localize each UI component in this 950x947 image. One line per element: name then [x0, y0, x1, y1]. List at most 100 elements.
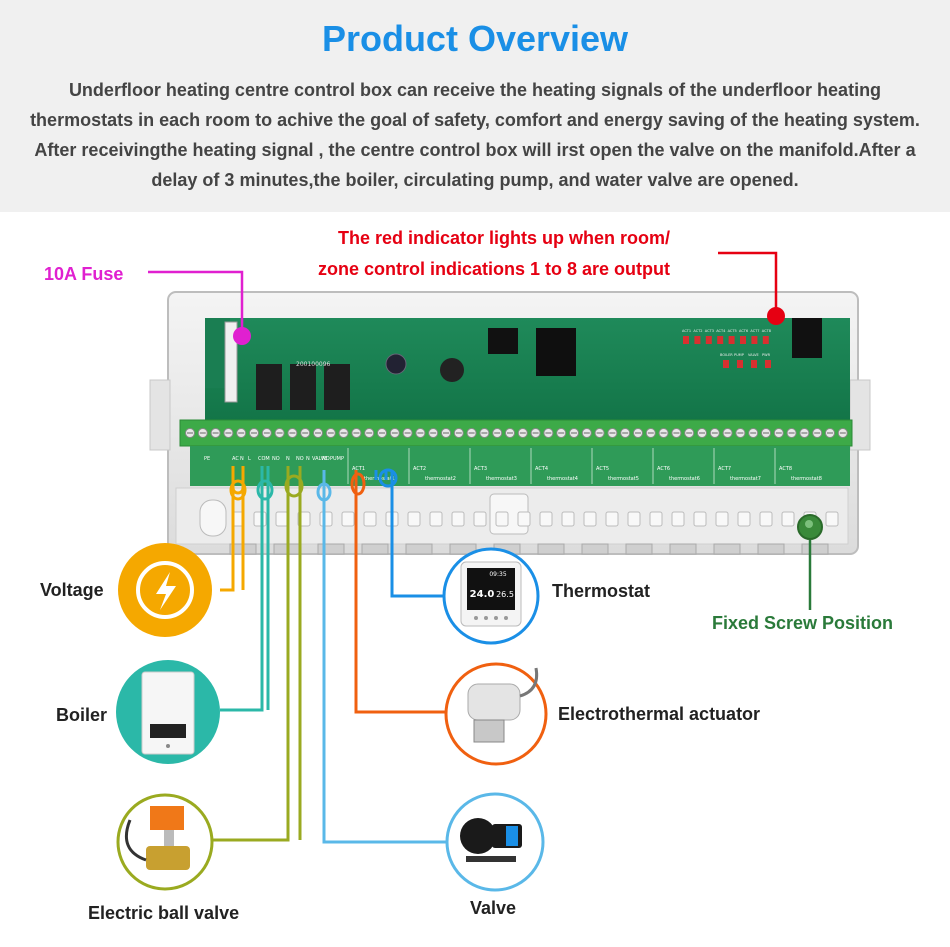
- cable-clamp: [495, 511, 509, 527]
- cable-entry: [581, 543, 609, 555]
- terminal-screw: [274, 428, 285, 438]
- terminal-label: NO: [272, 456, 280, 462]
- act-led: [683, 336, 689, 344]
- led-label: ACT2: [693, 329, 702, 333]
- terminal-screw: [313, 428, 323, 438]
- terminal-screw: [364, 428, 375, 438]
- terminal-screw: [325, 428, 336, 438]
- terminal-screw: [684, 428, 695, 438]
- terminal-screw: [607, 428, 618, 438]
- cable-clamp: [407, 511, 421, 527]
- actuator-device: [444, 662, 548, 766]
- terminal-screw: [671, 428, 682, 438]
- fuse-label: 10A Fuse: [44, 264, 124, 284]
- terminal-screw: [735, 428, 746, 438]
- cable-clamp: [539, 511, 553, 527]
- zone-act-label: ACT3: [474, 466, 487, 472]
- act-led: [717, 336, 724, 344]
- ball-valve-device: [116, 793, 214, 891]
- led-label: ACT6: [739, 329, 748, 333]
- zone-act-label: ACT2: [413, 466, 426, 472]
- cable-clamp: [319, 511, 333, 527]
- terminal-screw: [351, 428, 362, 438]
- zone-thermostat-label: thermostat5: [608, 476, 639, 482]
- terminal-label: AC: [232, 456, 239, 462]
- act-led: [762, 336, 769, 344]
- cable-clamp: [473, 511, 487, 527]
- terminal-screw: [645, 428, 656, 438]
- actuator-label: Electrothermal actuator: [558, 704, 761, 724]
- terminal-label: NO: [296, 456, 304, 462]
- cable-entry: [669, 543, 697, 555]
- terminal-screw: [300, 428, 311, 438]
- cable-clamp: [649, 511, 663, 527]
- cable-clamp: [781, 511, 795, 527]
- terminal-screw: [466, 428, 477, 438]
- thermostat-time: 09:35: [489, 571, 506, 578]
- cable-clamp: [627, 511, 641, 527]
- led-label: VALVE: [748, 353, 759, 357]
- screw-label: Fixed Screw Position: [712, 613, 894, 633]
- zone-act-label: ACT7: [718, 466, 731, 472]
- terminal-screw: [658, 428, 669, 438]
- valve-label: Valve: [470, 898, 517, 918]
- cable-entry: [405, 543, 433, 555]
- terminal-screw: [556, 428, 567, 438]
- led-label: ACT4: [716, 329, 726, 333]
- status-led: [737, 360, 743, 368]
- terminal-label: PE: [204, 456, 210, 462]
- terminal-screw: [453, 428, 464, 438]
- led-label: ACT7: [750, 329, 759, 333]
- terminal-screw: [197, 428, 208, 438]
- terminal-screw: [389, 428, 400, 438]
- cable-entry: [625, 543, 653, 555]
- wiring: [210, 466, 448, 844]
- boiler-label: Boiler: [56, 705, 108, 725]
- led-label: ACT8: [762, 329, 771, 333]
- terminal-screw: [338, 428, 349, 438]
- terminal-screw: [415, 428, 426, 438]
- terminal-screw: [223, 428, 234, 438]
- led-label: ACT1: [682, 329, 691, 333]
- cable-clamp: [561, 511, 575, 527]
- indicator-label-line1: The red indicator lights up when room/: [338, 228, 671, 248]
- status-led: [765, 360, 771, 368]
- pump-valve-device: [445, 792, 545, 892]
- terminal-label: NO: [322, 456, 330, 462]
- zone-labels: ACT1thermostat1ACT2thermostat2ACT3thermo…: [347, 448, 822, 484]
- indicator-callout-line: [718, 251, 778, 316]
- terminal-label: N: [240, 456, 244, 462]
- cable-entry: [757, 543, 785, 555]
- terminal-label: PUMP: [330, 456, 344, 462]
- cable-clamp: [253, 511, 267, 527]
- circuit-board: 200100096: [205, 318, 850, 420]
- indicator-marker: [767, 307, 785, 325]
- terminal-screw: [837, 428, 848, 438]
- zone-act-label: ACT1: [352, 466, 365, 472]
- terminal-screw: [773, 428, 784, 438]
- cable-entry: [317, 543, 345, 555]
- zone-act-label: ACT5: [596, 466, 609, 472]
- terminal-screw: [377, 428, 387, 438]
- indicator-label-line2: zone control indications 1 to 8 are outp…: [318, 259, 671, 279]
- act-led: [751, 336, 758, 344]
- zone-thermostat-label: thermostat6: [669, 476, 700, 482]
- cable-clamp: [759, 511, 773, 527]
- board-serial: 200100096: [296, 361, 331, 368]
- terminal-screw: [492, 428, 503, 438]
- terminal-screw: [761, 428, 771, 438]
- terminal-screw: [236, 428, 247, 438]
- voltage-device: [118, 543, 212, 637]
- status-led: [751, 360, 757, 368]
- terminal-screw: [428, 428, 439, 438]
- zone-thermostat-label: thermostat2: [425, 476, 456, 482]
- cable-clamp: [275, 511, 289, 527]
- terminal-label: COM: [258, 456, 270, 462]
- led-label: PWR: [762, 353, 771, 357]
- cable-clamp: [715, 511, 729, 527]
- terminal-screw: [505, 428, 515, 438]
- terminal-screw: [569, 428, 579, 438]
- terminal-screw: [825, 428, 835, 438]
